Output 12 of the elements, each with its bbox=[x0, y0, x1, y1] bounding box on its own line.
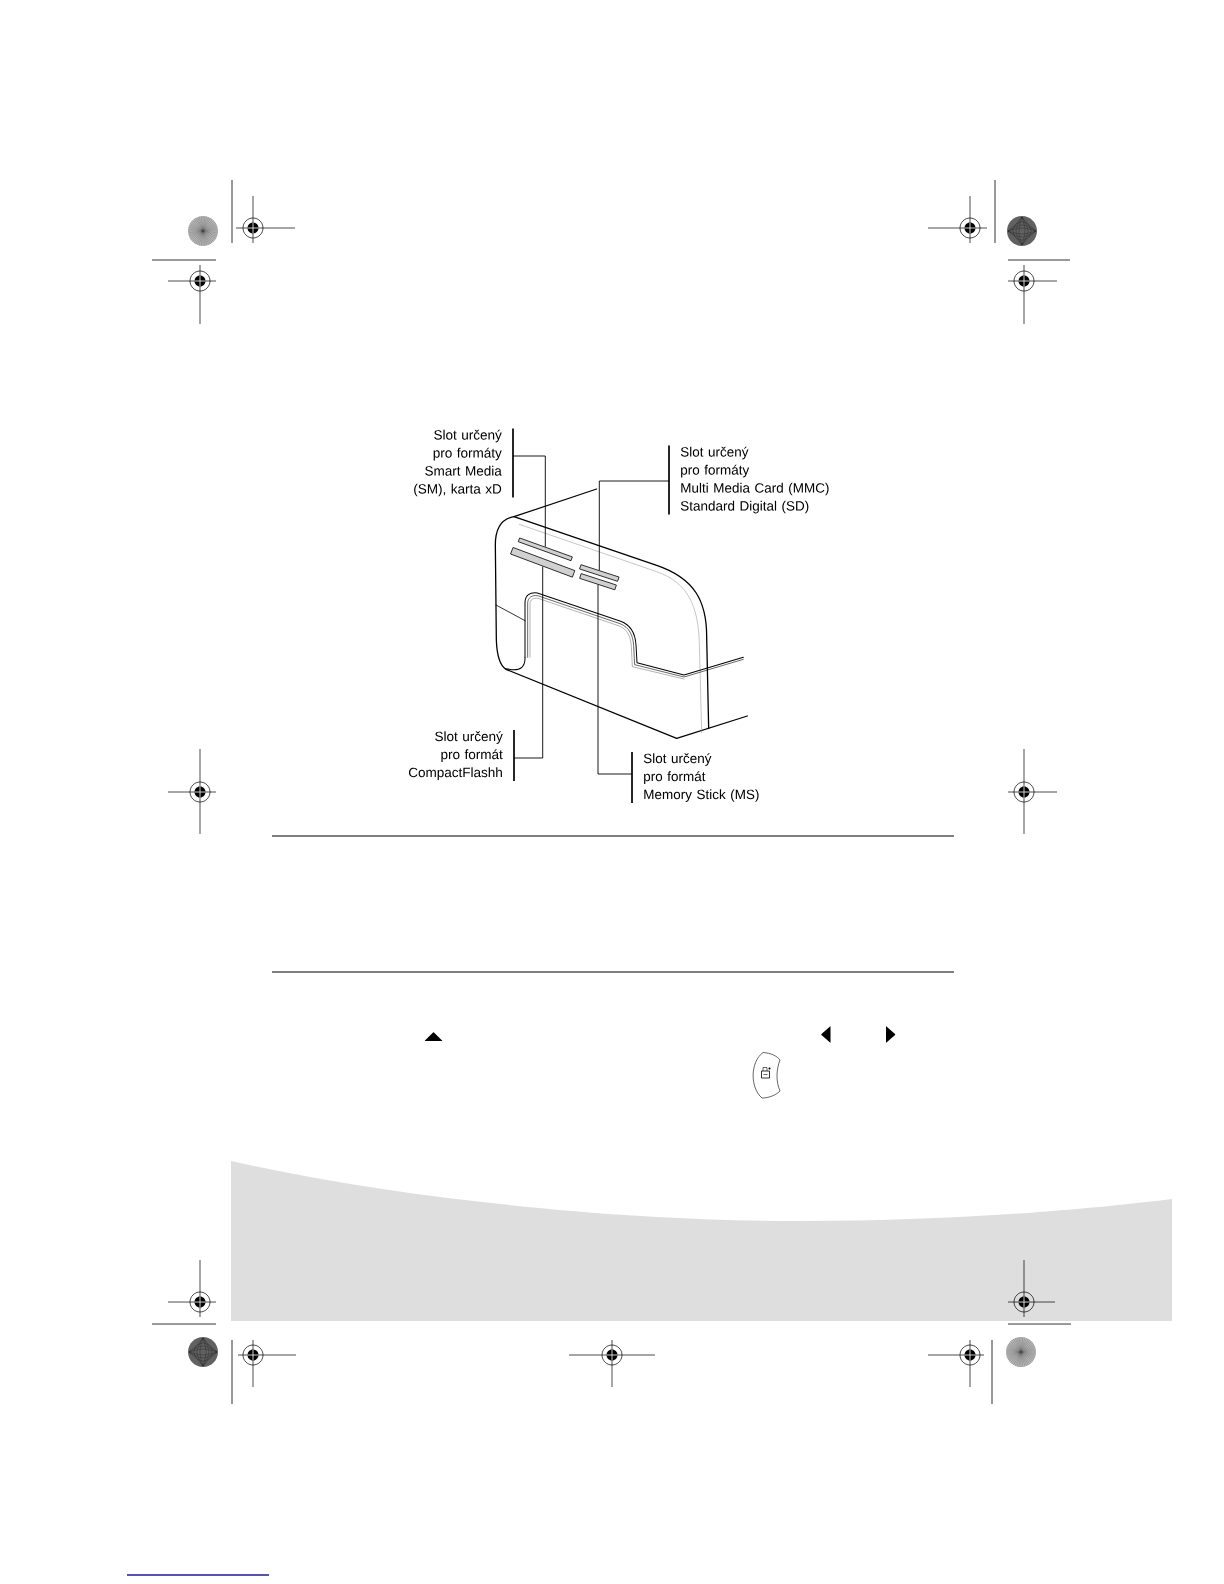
card-slot bbox=[579, 564, 620, 582]
leader-line bbox=[598, 480, 670, 571]
callout-label: Slot určený pro formát CompactFlashh bbox=[408, 729, 515, 782]
callout-label: Slot určený pro formáty Smart Media (SM), karta xD bbox=[414, 427, 514, 499]
leader-line bbox=[597, 584, 633, 775]
card-slot bbox=[510, 547, 576, 578]
card-slot bbox=[579, 573, 617, 591]
leader-line bbox=[512, 455, 546, 548]
callout-label: Slot určený pro formáty Multi Media Card (MMC) Standard Digital (SD) bbox=[668, 444, 829, 516]
leader-line bbox=[513, 566, 544, 759]
callout-label: Slot určený pro formát Memory Stick (MS) bbox=[631, 751, 759, 804]
card-slot bbox=[517, 537, 573, 562]
